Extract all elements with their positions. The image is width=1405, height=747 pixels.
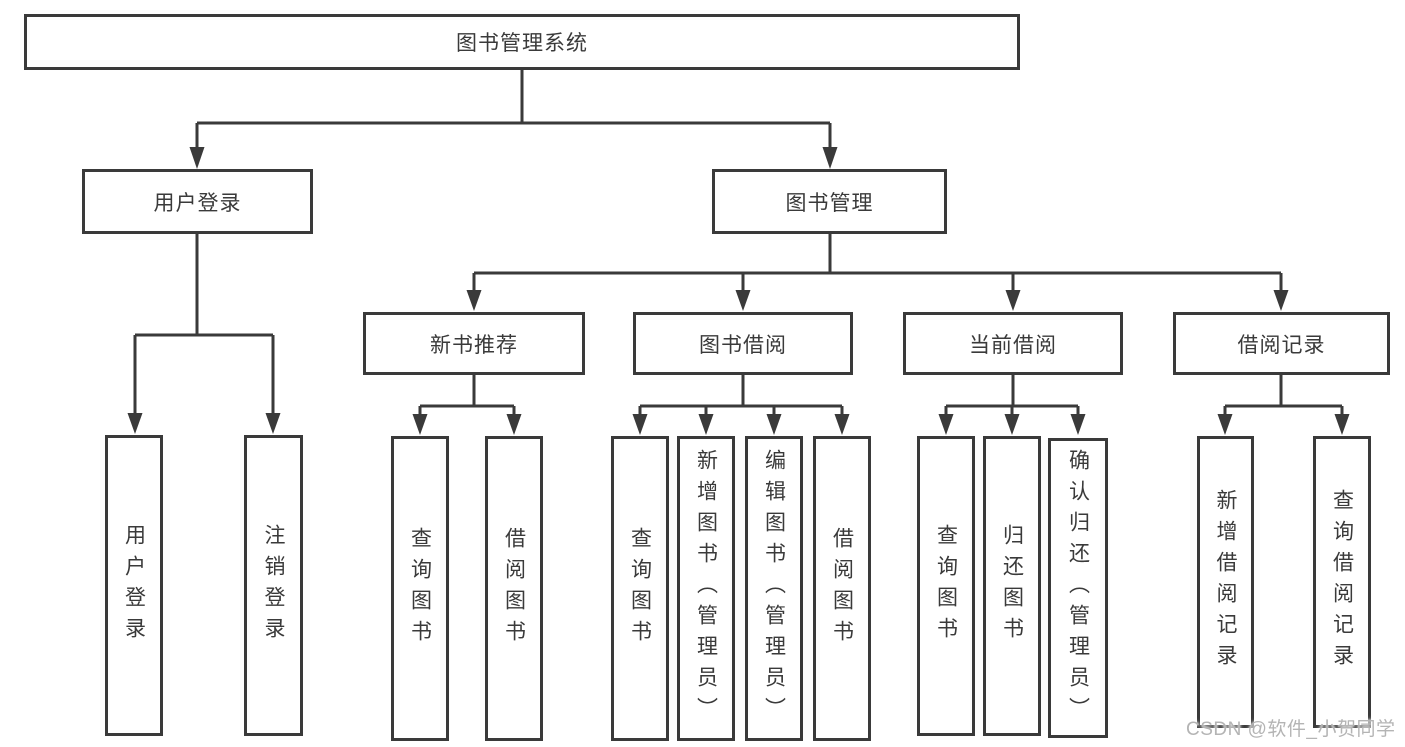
connector-borrowrecords-to-children (1223, 375, 1344, 416)
node-borrowing-records: 借阅记录 (1173, 312, 1390, 375)
arrowhead-icon (189, 147, 205, 169)
connector-newbookrec-to-children (418, 375, 516, 416)
arrowhead-icon (1070, 414, 1086, 435)
arrowhead-icon (265, 413, 281, 434)
node-current-borrowing-label: 当前借阅 (969, 333, 1057, 357)
arrowhead-icon (834, 414, 850, 435)
node-borrow-books-borrowing-label: 借阅图书 (830, 526, 854, 651)
node-query-books-recommend-label: 查询图书 (408, 526, 432, 651)
node-root: 图书管理系统 (24, 14, 1020, 70)
node-query-books-recommend: 查询图书 (391, 436, 449, 741)
node-add-borrowing-record-label: 新增借阅记录 (1214, 489, 1237, 675)
arrowhead-icon (938, 414, 954, 435)
node-borrow-books-recommend: 借阅图书 (485, 436, 543, 741)
connector-bookmgmt-to-level3 (472, 234, 1283, 293)
csdn-watermark: CSDN @软件_小贺同学 (1186, 719, 1396, 740)
node-logout-login: 注销登录 (244, 435, 303, 736)
node-book-management-label: 图书管理 (785, 191, 874, 215)
node-borrowing-records-label: 借阅记录 (1237, 333, 1326, 357)
arrowhead-icon (1334, 414, 1350, 435)
node-logout-login-label: 注销登录 (262, 523, 285, 648)
node-query-borrowing-record: 查询借阅记录 (1313, 436, 1371, 728)
connector-userlogin-to-children (133, 234, 275, 416)
arrowhead-icon (466, 290, 482, 311)
arrowhead-icon (632, 414, 648, 435)
arrowhead-icon (1217, 414, 1233, 435)
connector-root-to-level2 (195, 70, 832, 150)
arrowhead-icon (506, 414, 522, 435)
node-return-books: 归还图书 (983, 436, 1041, 736)
node-return-books-label: 归还图书 (1000, 524, 1024, 648)
node-user-login-group-label: 用户登录 (153, 191, 242, 215)
arrowhead-icon (1004, 414, 1020, 435)
node-book-borrowing-label: 图书借阅 (699, 333, 787, 357)
node-query-books-borrowing-label: 查询图书 (628, 526, 652, 651)
node-confirm-return-admin: 确认归还（管理员） (1048, 438, 1108, 738)
arrowhead-icon (1273, 290, 1289, 311)
node-user-login-label: 用户登录 (122, 523, 146, 648)
node-edit-books-admin-label: 编辑图书（管理员） (762, 449, 786, 728)
arrowhead-icon (127, 413, 143, 434)
node-confirm-return-admin-label: 确认归还（管理员） (1066, 448, 1090, 728)
arrowhead-icon (735, 290, 751, 311)
connector-currentborrow-to-children (944, 375, 1080, 416)
arrowhead-icon (822, 147, 838, 169)
node-query-borrowing-record-label: 查询借阅记录 (1330, 489, 1354, 675)
node-query-books-borrowing: 查询图书 (611, 436, 669, 741)
node-add-books-admin-label: 新增图书（管理员） (694, 449, 718, 728)
node-user-login: 用户登录 (105, 435, 163, 736)
arrowhead-icon (1005, 290, 1021, 311)
node-root-label: 图书管理系统 (456, 32, 588, 55)
connector-bookborrow-to-children (638, 375, 844, 416)
node-edit-books-admin: 编辑图书（管理员） (745, 436, 803, 741)
node-add-borrowing-record: 新增借阅记录 (1197, 436, 1254, 728)
node-borrow-books-borrowing: 借阅图书 (813, 436, 871, 741)
node-borrow-books-recommend-label: 借阅图书 (502, 526, 526, 651)
arrowhead-icon (698, 414, 714, 435)
node-add-books-admin: 新增图书（管理员） (677, 436, 735, 741)
node-query-books-current-label: 查询图书 (934, 524, 958, 648)
arrowhead-icon (412, 414, 428, 435)
node-user-login-group: 用户登录 (82, 169, 313, 234)
node-query-books-current: 查询图书 (917, 436, 975, 736)
node-book-borrowing: 图书借阅 (633, 312, 853, 375)
arrowhead-icon (766, 414, 782, 435)
node-current-borrowing: 当前借阅 (903, 312, 1123, 375)
node-new-book-recommend: 新书推荐 (363, 312, 585, 375)
node-new-book-recommend-label: 新书推荐 (430, 333, 518, 357)
node-book-management: 图书管理 (712, 169, 947, 234)
arrowheads (127, 147, 1350, 435)
